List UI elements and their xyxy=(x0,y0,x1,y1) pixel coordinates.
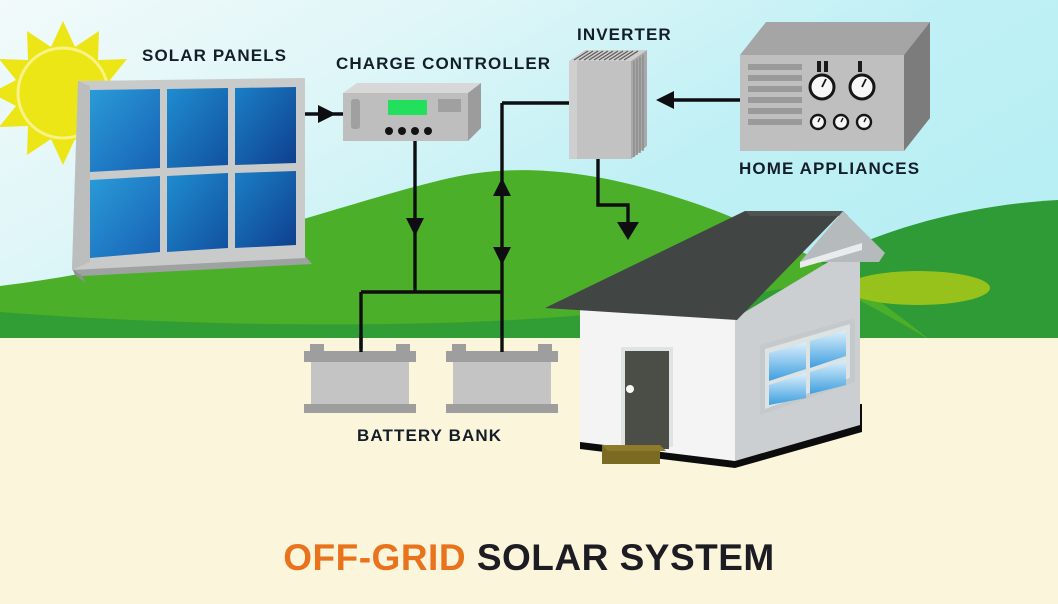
battery-1 xyxy=(304,344,416,413)
appl-large-dial-1 xyxy=(808,73,836,101)
bat2-cap-right xyxy=(538,344,552,353)
bat2-base xyxy=(446,404,558,413)
house-roof-right xyxy=(800,211,885,262)
house-door xyxy=(625,351,669,449)
label-battery-bank: BATTERY BANK xyxy=(357,426,503,445)
appl-slats xyxy=(748,64,802,125)
home-appliances-device xyxy=(740,22,930,151)
panel-cell-2 xyxy=(167,88,228,168)
panel-base-front xyxy=(72,268,86,283)
wire-arrowheads xyxy=(318,91,674,265)
bat1-base xyxy=(304,404,416,413)
house-door-knob xyxy=(626,385,634,393)
panel-cell-5 xyxy=(167,173,228,252)
battery-2 xyxy=(446,344,558,413)
label-solar-panels: SOLAR PANELS xyxy=(142,46,288,65)
arrow-inverter-to-house xyxy=(617,222,639,240)
panel-cell-4 xyxy=(90,176,160,258)
arrow-panel-to-controller xyxy=(318,105,336,123)
lawn-accent-ellipse xyxy=(846,271,990,305)
panel-frame-shade xyxy=(72,81,90,270)
appl-top-face xyxy=(740,22,930,55)
inv-vent-lines xyxy=(573,50,639,61)
bat1-body xyxy=(311,362,409,406)
panel-cell-3 xyxy=(235,87,296,165)
cc-led-4 xyxy=(424,127,432,135)
arrow-controller-down xyxy=(406,218,424,236)
cc-left-bar xyxy=(351,99,360,129)
inv-front-face xyxy=(569,61,631,159)
title-rest: SOLAR SYSTEM xyxy=(466,537,775,578)
house-window-pane-3 xyxy=(769,373,806,405)
panel-base-edge xyxy=(72,256,312,276)
house-door-step-top xyxy=(602,445,666,451)
house-window-pane-1 xyxy=(769,342,806,381)
cc-led-3 xyxy=(411,127,419,135)
house-gable-face xyxy=(800,243,862,268)
appl-indicator-a2 xyxy=(824,61,828,72)
label-home-appliances: HOME APPLIANCES xyxy=(739,159,921,178)
bat1-cap-left xyxy=(310,344,324,353)
house-roof-ridge xyxy=(745,211,848,216)
bat1-top xyxy=(304,351,416,362)
panel-cells-row-2 xyxy=(90,171,296,258)
inv-front-shade xyxy=(569,61,577,159)
appl-indicator-b1 xyxy=(858,61,862,72)
label-inverter: INVERTER xyxy=(577,25,672,44)
appl-indicator-a1 xyxy=(817,61,821,72)
appl-large-dial-2 xyxy=(848,73,876,101)
inverter-device xyxy=(569,50,647,159)
panel-cell-6 xyxy=(235,171,296,248)
appl-right-face xyxy=(904,22,930,151)
house xyxy=(545,211,885,468)
panel-cell-1 xyxy=(90,89,160,172)
arrow-appliances-to-inverter xyxy=(656,91,674,109)
bat1-cap-right xyxy=(396,344,410,353)
cc-lcd-display xyxy=(388,100,427,115)
cc-top-face xyxy=(343,83,481,93)
inv-fin-lines xyxy=(633,55,644,157)
house-window-pane-2 xyxy=(810,330,846,368)
cc-led-2 xyxy=(398,127,406,135)
cc-right-face xyxy=(468,83,481,141)
charge-controller-device xyxy=(343,83,481,141)
panel-cells-row-1 xyxy=(90,87,296,172)
bat2-body xyxy=(453,362,551,406)
solar-panel-array xyxy=(72,78,312,283)
bat2-top xyxy=(446,351,558,362)
label-charge-controller: CHARGE CONTROLLER xyxy=(336,54,552,73)
arrow-riser-down xyxy=(493,247,511,265)
appl-small-dial-2 xyxy=(832,113,850,131)
title-highlight: OFF-GRID xyxy=(283,537,467,578)
house-roof-main xyxy=(545,211,843,320)
appl-small-dial-3 xyxy=(855,113,873,131)
appl-small-dial-1 xyxy=(809,113,827,131)
diagram-title: OFF-GRID SOLAR SYSTEM xyxy=(0,537,1058,579)
wire-inverter-to-house xyxy=(596,159,630,228)
cc-right-panel xyxy=(438,99,461,112)
cc-led-1 xyxy=(385,127,393,135)
house-window-pane-4 xyxy=(810,360,846,394)
bat2-cap-left xyxy=(452,344,466,353)
arrow-battery-up xyxy=(493,178,511,196)
